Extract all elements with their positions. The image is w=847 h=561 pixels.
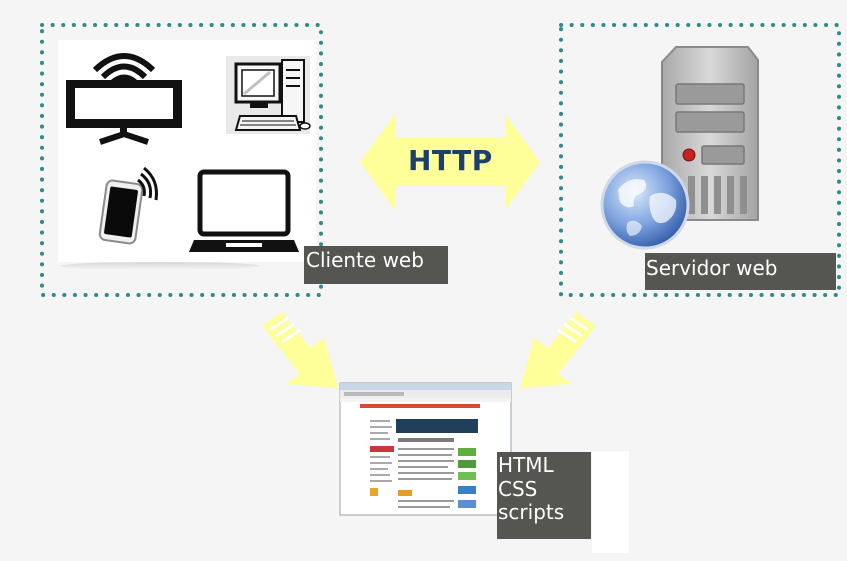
webpage-thumbnail: [339, 382, 512, 516]
desktop-pc-icon: [226, 56, 311, 134]
content-types-label: HTML CSS scripts: [497, 452, 591, 539]
label-backdrop: [592, 451, 629, 553]
server-to-page-arrow: [520, 312, 596, 388]
server-label: Servidor web: [645, 253, 836, 290]
client-to-page-arrow: [262, 312, 338, 388]
smart-tv-icon: [66, 53, 182, 145]
http-label: HTTP: [408, 144, 493, 177]
http-double-arrow: [360, 114, 540, 210]
laptop-icon: [189, 168, 301, 254]
client-label: Cliente web: [304, 246, 448, 284]
client-frame: [40, 23, 323, 297]
globe-icon: [600, 160, 690, 250]
content-type-html: HTML: [498, 453, 554, 477]
smartphone-icon: [98, 166, 158, 245]
content-type-scripts: scripts: [498, 500, 565, 524]
server-tower-icon: [661, 46, 759, 221]
content-type-css: CSS: [498, 476, 538, 501]
server-frame: [559, 23, 841, 297]
devices-shadow: [60, 262, 260, 270]
